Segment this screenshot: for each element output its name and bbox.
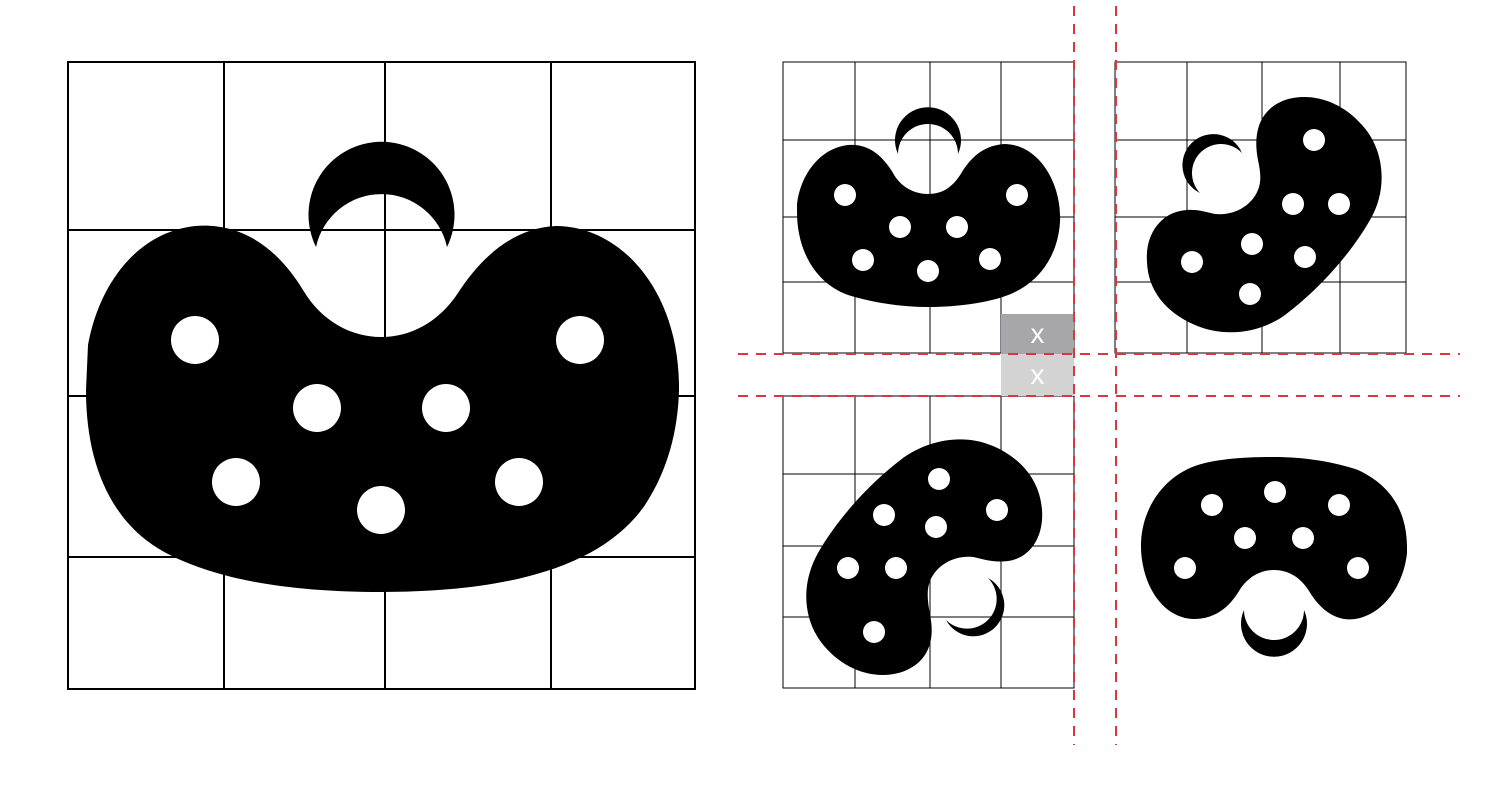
palette-blob-logo-flipped-icon	[1140, 457, 1407, 657]
spacing-marker-bottom-label: X	[1030, 359, 1045, 390]
palette-holes	[171, 316, 604, 534]
spacing-marker-top	[1001, 314, 1074, 354]
palette-blob-logo-rotated-ccw-icon	[806, 439, 1043, 675]
blob-body	[86, 225, 680, 592]
spacing-marker-bottom	[1001, 354, 1074, 396]
guide-lines	[738, 6, 1460, 745]
palette-blob-logo-rotated-cw-icon	[1146, 97, 1382, 333]
crescent-icon	[308, 141, 455, 247]
palette-blob-logo-icon	[86, 141, 680, 592]
spacing-marker-top-label: X	[1030, 318, 1045, 349]
palette-blob-logo-small-icon	[797, 107, 1061, 307]
